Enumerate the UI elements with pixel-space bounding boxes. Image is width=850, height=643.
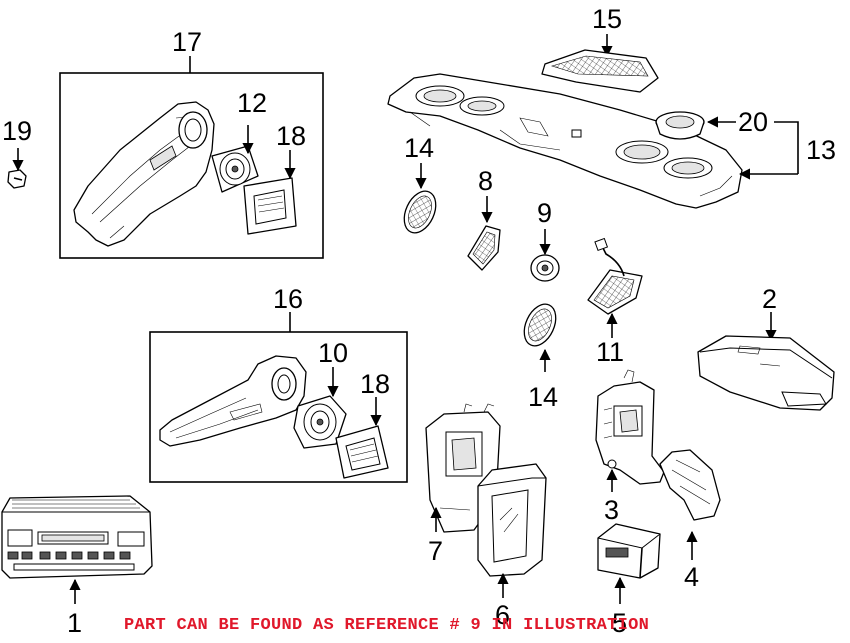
part-11-grille bbox=[587, 237, 643, 338]
part-8-grille bbox=[467, 196, 501, 271]
part-1-control-head bbox=[1, 495, 153, 604]
callout-13: 13 bbox=[806, 135, 836, 165]
callout-9: 9 bbox=[537, 198, 552, 228]
part-3-bracket bbox=[595, 369, 665, 492]
part-13-package-tray bbox=[387, 73, 798, 209]
callout-4: 4 bbox=[684, 562, 699, 592]
callout-labels: 17 12 18 19 15 20 13 14 8 9 11 14 2 16 1… bbox=[2, 4, 836, 638]
part-14-grille-upper bbox=[403, 163, 437, 234]
callout-19: 19 bbox=[2, 116, 32, 146]
callout-7: 7 bbox=[428, 536, 443, 566]
part-14-grille-lower bbox=[523, 303, 557, 372]
callout-5: 5 bbox=[612, 608, 627, 638]
part-9-tweeter bbox=[530, 229, 560, 282]
assembly-17-group bbox=[59, 56, 324, 259]
part-4-console-side bbox=[659, 449, 721, 560]
part-5-switch bbox=[597, 523, 661, 604]
part-20-speaker bbox=[655, 111, 799, 174]
callout-18: 18 bbox=[276, 121, 306, 151]
callout-14-upper: 14 bbox=[404, 133, 434, 163]
part-2-armrest bbox=[697, 312, 835, 411]
part-6-bin bbox=[477, 463, 547, 598]
callout-1: 1 bbox=[67, 608, 82, 638]
reference-notice: PART CAN BE FOUND AS REFERENCE # 9 IN IL… bbox=[124, 616, 650, 635]
assembly-17-frame bbox=[59, 72, 324, 259]
callout-10: 10 bbox=[318, 338, 348, 368]
callout-2: 2 bbox=[762, 284, 777, 314]
callout-17: 17 bbox=[172, 27, 202, 57]
speaker-duct-16 bbox=[159, 355, 307, 447]
part-7-bracket bbox=[425, 403, 501, 533]
speaker-duct-17 bbox=[73, 101, 215, 247]
part-19-clip bbox=[7, 148, 27, 189]
assembly-16-frame bbox=[149, 331, 408, 483]
callout-12: 12 bbox=[237, 88, 267, 118]
callout-6: 6 bbox=[495, 600, 510, 630]
callout-14-lower: 14 bbox=[528, 382, 558, 412]
callout-16: 16 bbox=[273, 284, 303, 314]
part-15-grille bbox=[541, 34, 659, 93]
callout-20: 20 bbox=[738, 107, 768, 137]
callout-18-lower: 18 bbox=[360, 369, 390, 399]
callout-3: 3 bbox=[604, 495, 619, 525]
assembly-16-group bbox=[149, 312, 408, 483]
callout-8: 8 bbox=[478, 166, 493, 196]
callout-15: 15 bbox=[592, 4, 622, 34]
callout-11: 11 bbox=[596, 337, 624, 367]
